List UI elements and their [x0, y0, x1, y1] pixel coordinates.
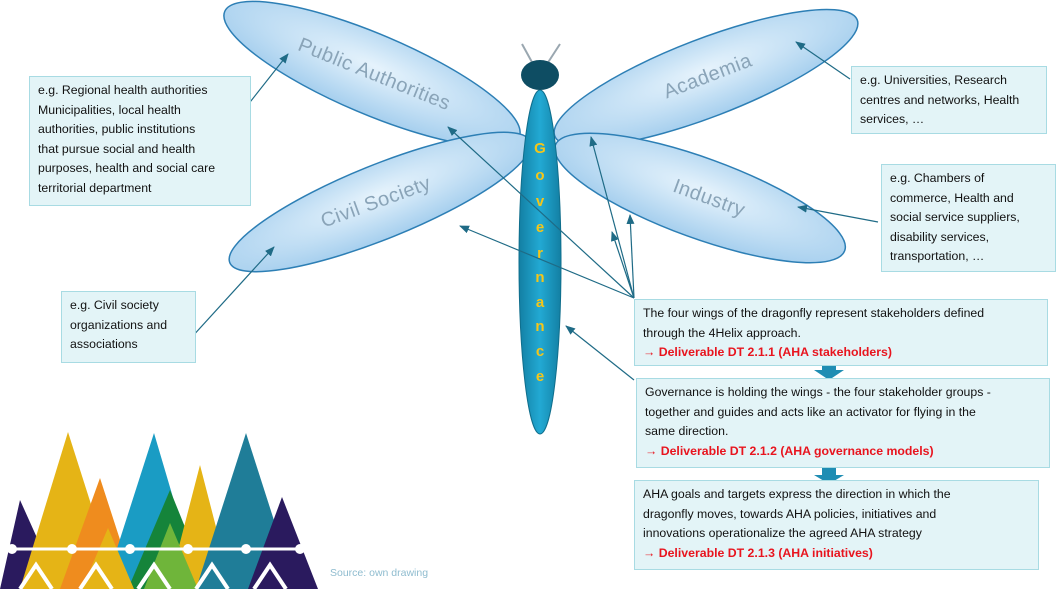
governance-letter: v — [536, 193, 545, 210]
arrow-to-academia — [795, 41, 851, 80]
governance-label: G o v e r n a n c e — [534, 140, 546, 385]
governance-letter: e — [536, 368, 544, 385]
box-line: same direction. — [645, 424, 729, 438]
deliverable-link: → Deliverable DT 2.1.2 (AHA governance m… — [645, 443, 934, 458]
box-line: dragonfly moves, towards AHA policies, i… — [643, 506, 937, 521]
box-line: centres and networks, Health — [860, 92, 1020, 107]
arrow-wings-note-3 — [589, 136, 635, 299]
governance-letter: o — [535, 167, 544, 184]
box-line: disability services, — [890, 229, 990, 244]
box-line: commerce, Health and — [890, 190, 1014, 205]
box-line: purposes, health and social care — [38, 161, 216, 175]
antenna-right — [546, 43, 561, 65]
box-line: through the 4Helix approach. — [643, 325, 801, 340]
box-line: transportation, … — [890, 249, 985, 263]
dragonfly-head — [521, 60, 559, 90]
box-line: together and guides and acts like an act… — [645, 404, 976, 419]
academia-box: e.g. Universities, Research centres and … — [851, 66, 1047, 134]
arrow-wings-note-1 — [447, 126, 635, 299]
down-arrow-2 — [814, 468, 844, 484]
public-authorities-box: e.g. Regional health authorities Municip… — [29, 76, 251, 206]
arrow-governance-note — [565, 325, 635, 381]
wings-note-box: The four wings of the dragonfly represen… — [634, 299, 1048, 366]
goals-note-box: AHA goals and targets express the direct… — [634, 480, 1039, 570]
box-line: e.g. Universities, Research — [860, 73, 1007, 87]
box-line: authorities, public institutions — [38, 122, 196, 136]
industry-box: e.g. Chambers of commerce, Health and so… — [881, 164, 1056, 272]
arrow-wings-note-4 — [626, 214, 635, 299]
box-line: organizations and — [70, 317, 168, 332]
governance-letter: e — [536, 219, 544, 236]
box-line: services, … — [860, 112, 925, 126]
civil-society-box: e.g. Civil society organizations and ass… — [61, 291, 196, 363]
down-arrow-1 — [814, 362, 844, 380]
arrow-to-industry — [797, 204, 879, 223]
box-line: associations — [70, 337, 138, 351]
box-line: AHA goals and targets express the direct… — [643, 487, 951, 501]
box-line: that pursue social and health — [38, 141, 196, 156]
box-line: Governance is holding the wings - the fo… — [645, 385, 991, 399]
deliverable-link: → Deliverable DT 2.1.1 (AHA stakeholders… — [643, 345, 892, 359]
box-line: The four wings of the dragonfly represen… — [643, 306, 985, 320]
antenna-left — [521, 43, 534, 65]
source-note: Source: own drawing — [330, 567, 429, 579]
governance-letter: G — [534, 140, 546, 157]
box-line: e.g. Civil society — [70, 298, 159, 312]
deliverable-link: → Deliverable DT 2.1.3 (AHA initiatives) — [643, 545, 873, 560]
governance-letter: c — [536, 343, 544, 360]
arrow-wings-note-2 — [459, 225, 635, 299]
box-line: e.g. Chambers of — [890, 171, 985, 185]
box-line: innovations operationalize the agreed AH… — [643, 526, 922, 540]
governance-letter: a — [536, 294, 545, 311]
arrow-wings-note-5 — [611, 231, 635, 299]
governance-note-box: Governance is holding the wings - the fo… — [636, 378, 1050, 468]
box-line: e.g. Regional health authorities — [38, 83, 208, 97]
governance-letter: r — [537, 245, 543, 262]
governance-letter: n — [535, 318, 544, 335]
logo-mountains — [0, 432, 318, 589]
box-line: territorial department — [38, 180, 152, 195]
box-line: social service suppliers, — [890, 210, 1020, 224]
governance-letter: n — [535, 269, 544, 286]
box-line: Municipalities, local health — [38, 102, 181, 117]
